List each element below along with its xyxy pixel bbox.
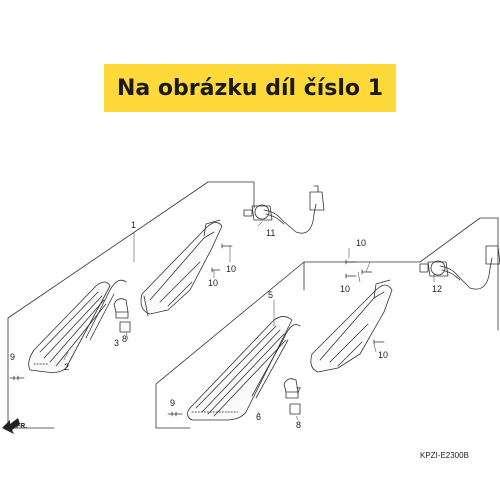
lower-housing <box>310 279 393 373</box>
leader-lines <box>63 221 435 421</box>
callout-1: 1 <box>131 220 136 230</box>
lower-wire-connector <box>419 245 500 290</box>
callout-10e: 10 <box>378 350 388 360</box>
upper-gasket <box>85 279 127 341</box>
upper-wire-connector <box>243 185 325 234</box>
callout-9b: 9 <box>170 398 175 408</box>
lower-screws <box>167 259 385 417</box>
callout-10c: 10 <box>356 238 366 248</box>
callout-5: 5 <box>268 290 273 300</box>
callout-6: 6 <box>256 412 261 422</box>
lower-bulb <box>283 378 299 399</box>
callout-10d: 10 <box>340 284 350 294</box>
lower-assembly-box <box>155 217 499 429</box>
diagram-code: KPZI-E2300B <box>420 451 469 460</box>
banner-text: Na obrázku díl číslo 1 <box>116 75 384 101</box>
upper-socket <box>119 321 131 333</box>
part-number-banner: Na obrázku díl číslo 1 <box>104 64 396 112</box>
lower-gasket <box>251 324 301 399</box>
lower-lens <box>187 316 293 421</box>
callout-2: 2 <box>64 362 69 372</box>
callout-3: 3 <box>114 338 119 348</box>
upper-screws <box>9 243 233 381</box>
callout-10a: 10 <box>226 264 236 274</box>
callout-10b: 10 <box>208 278 218 288</box>
upper-housing <box>140 219 223 317</box>
callout-12: 12 <box>432 284 442 294</box>
callout-labels: 1 2 3 5 6 7 8 8 9 9 10 10 10 10 10 11 12 <box>10 220 442 430</box>
upper-bulb <box>113 298 129 319</box>
front-arrow-icon <box>2 418 20 434</box>
callout-11: 11 <box>266 228 275 238</box>
callout-8a: 8 <box>122 334 127 344</box>
callout-9a: 9 <box>10 352 15 362</box>
callout-8b: 8 <box>296 420 301 430</box>
lower-socket <box>289 403 301 415</box>
callout-7: 7 <box>296 386 301 396</box>
front-label: FR. <box>16 423 27 430</box>
front-direction-indicator: FR. <box>2 418 27 434</box>
